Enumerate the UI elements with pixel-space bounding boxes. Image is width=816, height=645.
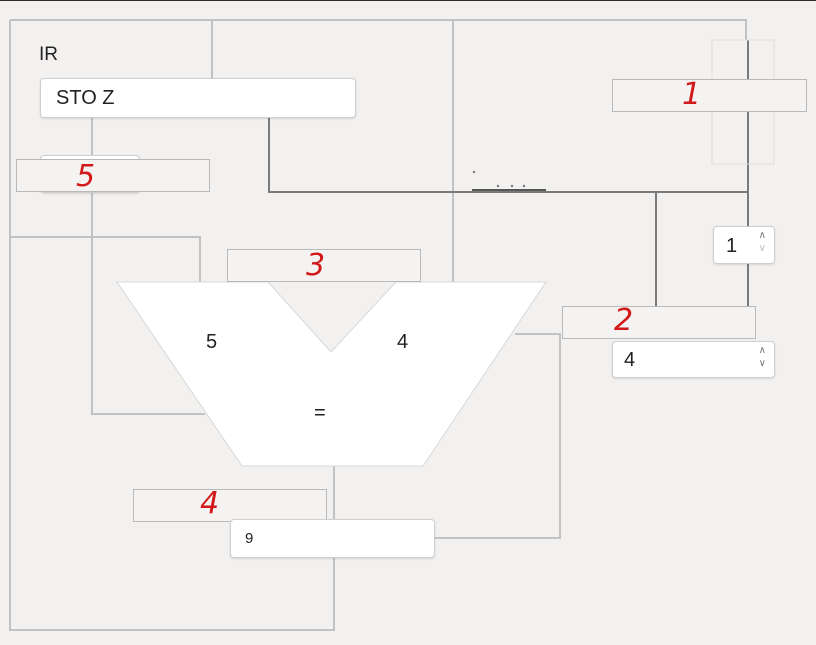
alu-shape	[116, 281, 547, 467]
spinner-small[interactable]: 1 ∧ ∨	[713, 226, 775, 264]
handwritten-mark-2: 2	[614, 303, 634, 338]
output-field[interactable]: 9	[230, 519, 435, 558]
output-value: 9	[245, 530, 254, 547]
chevron-down-icon[interactable]: ∨	[758, 358, 766, 369]
spinner-small-value: 1	[726, 235, 738, 257]
register-5-box[interactable]	[16, 159, 210, 192]
alu-operator: =	[314, 402, 326, 424]
output-return-wire	[434, 333, 561, 539]
register-1-box[interactable]	[612, 79, 807, 112]
outer-wire-loop	[211, 19, 747, 78]
ir-value: STO Z	[56, 87, 115, 109]
chevron-up-icon[interactable]: ∧	[758, 345, 766, 356]
ir-label: IR	[39, 44, 58, 65]
alu-left-feed-wire	[10, 236, 201, 282]
spinner-small-arrows[interactable]: ∧ ∨	[759, 229, 766, 255]
alu-left-input: 5	[206, 331, 218, 353]
chevron-up-icon[interactable]: ∧	[758, 230, 766, 241]
ir-address-wire	[268, 117, 748, 193]
spinner-main-arrows[interactable]: ∧ ∨	[759, 344, 766, 370]
window-top-border	[0, 0, 816, 1]
ir-field[interactable]: STO Z	[40, 78, 356, 118]
left-bus-wire	[9, 20, 335, 631]
spinner-main-value: 4	[624, 349, 636, 371]
handwritten-mark-3: 3	[306, 248, 326, 283]
spinner-main[interactable]: 4 ∧ ∨	[612, 341, 775, 378]
reg5-to-alu-wire	[91, 192, 205, 415]
register-4-box[interactable]	[133, 489, 327, 522]
alu-right-input: 4	[397, 331, 409, 353]
chevron-down-icon[interactable]: ∨	[758, 243, 766, 254]
register-3-box[interactable]	[227, 249, 421, 282]
handwritten-mark-4: 4	[200, 486, 220, 521]
handwritten-mark-5: 5	[76, 159, 96, 194]
handwritten-mark-1: 1	[682, 77, 702, 112]
register-2-box[interactable]	[562, 306, 756, 339]
